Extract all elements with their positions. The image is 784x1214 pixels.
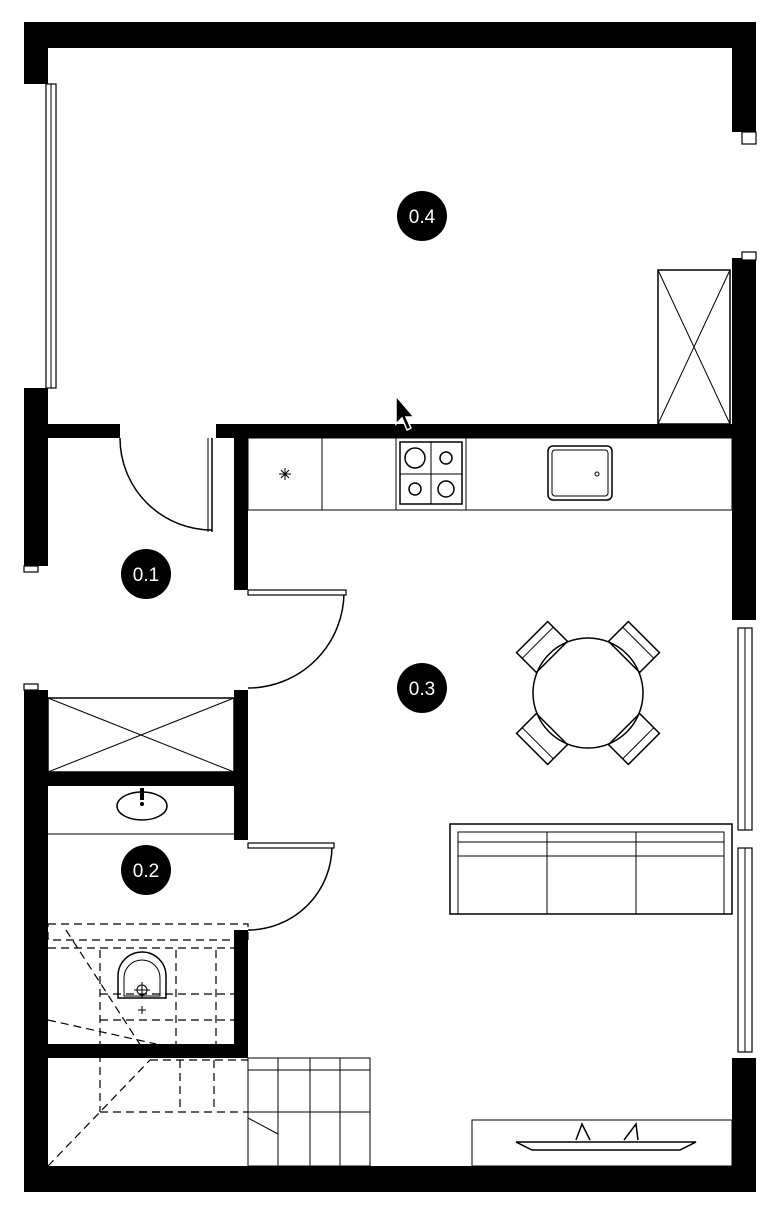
interior-walls [48, 424, 732, 1058]
hall-wardrobe [47, 697, 235, 773]
room-label-0-3: 0.3 [397, 663, 447, 713]
svg-text:0.3: 0.3 [409, 679, 435, 700]
windows [23, 83, 757, 1053]
room-label-0-2: 0.2 [121, 845, 171, 895]
outer-walls [24, 22, 756, 1192]
room-label-0-1: 0.1 [121, 549, 171, 599]
sofa-icon [449, 823, 733, 915]
tall-cabinet [657, 269, 731, 425]
washbasin-icon [48, 788, 234, 835]
mouse-cursor-icon [395, 393, 416, 432]
kitchen-counter [247, 437, 733, 511]
sink-icon [547, 445, 613, 501]
svg-text:0.2: 0.2 [133, 861, 159, 882]
svg-text:0.4: 0.4 [409, 207, 436, 228]
svg-text:0.1: 0.1 [133, 565, 159, 586]
toilet-icon [117, 951, 167, 1014]
fridge-icon [279, 468, 291, 480]
stairs-icon [47, 923, 371, 1167]
room-label-0-4: 0.4 [397, 191, 447, 241]
tv-unit-icon [471, 1119, 733, 1167]
doors [119, 437, 347, 931]
dining-table-icon [515, 620, 661, 766]
stove-icon [399, 441, 463, 505]
